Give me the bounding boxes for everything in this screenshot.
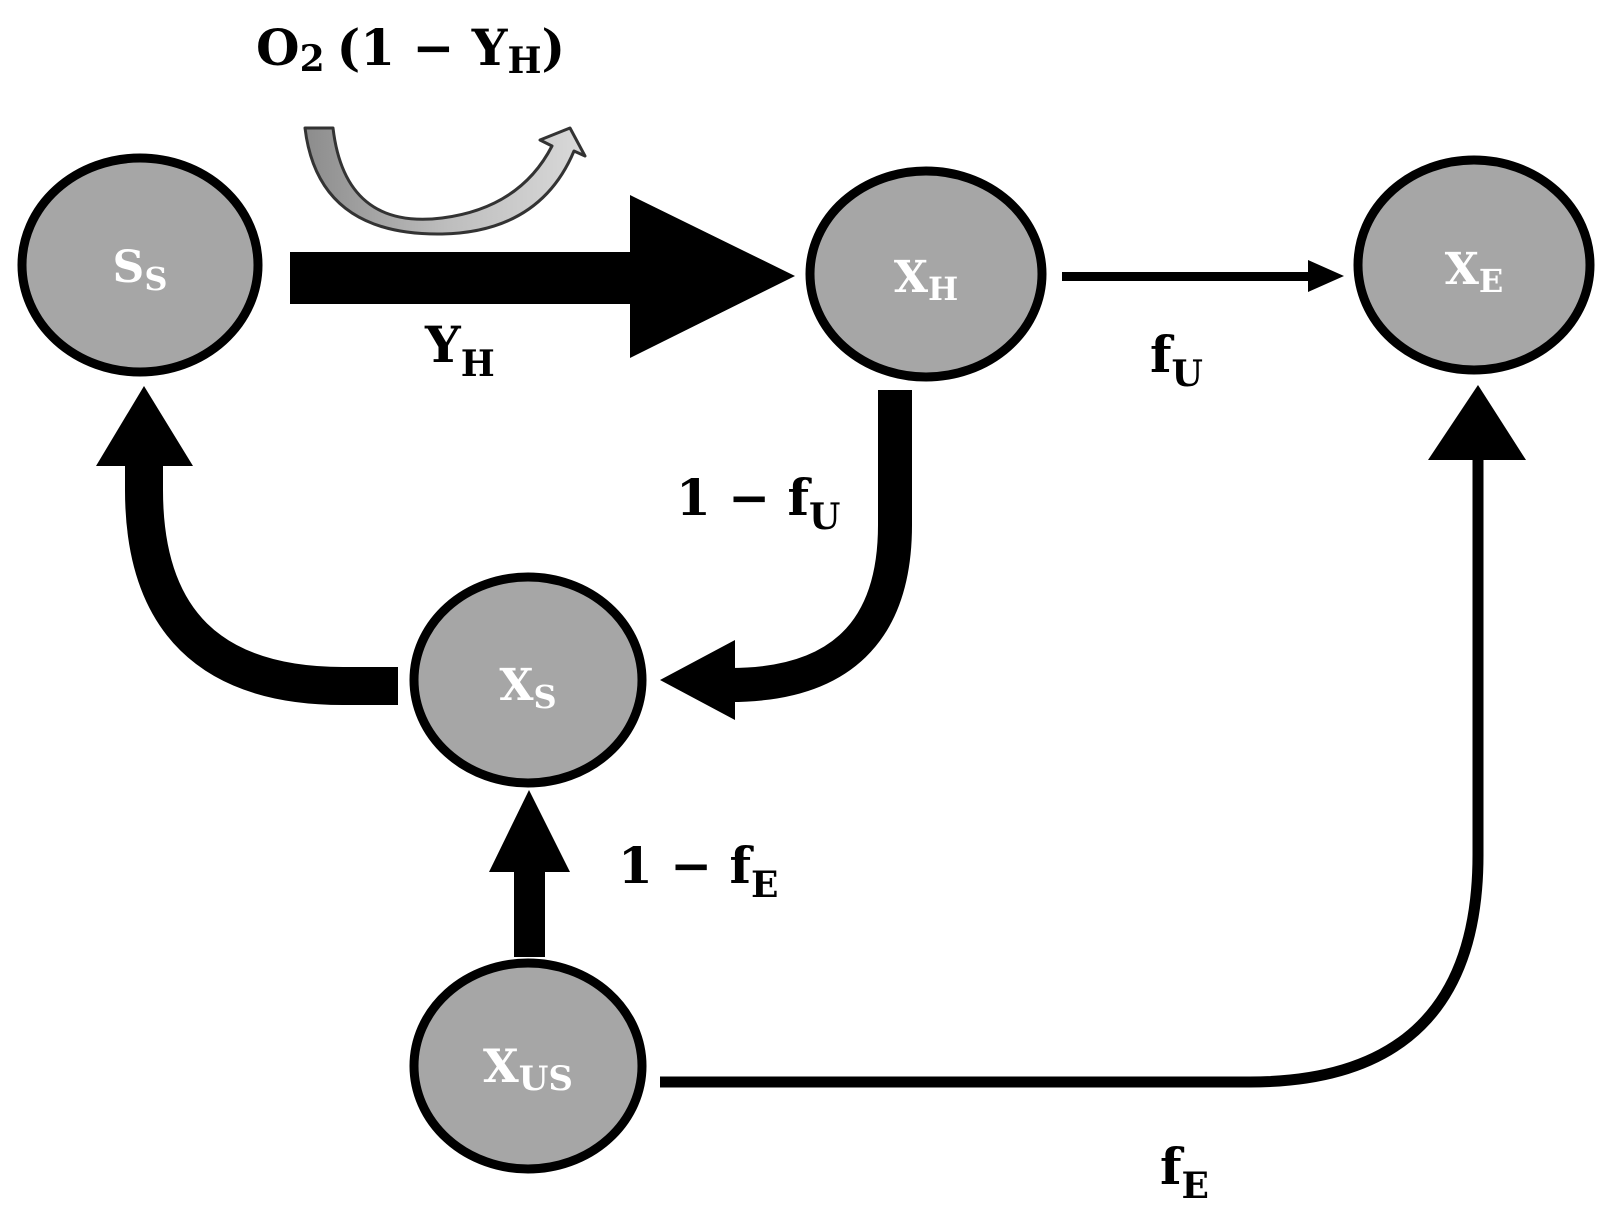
node-xs-label: X xyxy=(499,660,534,711)
svg-text:XE: XE xyxy=(1445,244,1504,300)
oxygen-arrow xyxy=(303,126,587,236)
node-ss: SS xyxy=(17,153,263,377)
svg-text:XH: XH xyxy=(894,252,958,308)
node-xe-label: X xyxy=(1445,244,1480,295)
arrow-xus-to-xe xyxy=(660,385,1526,1088)
label-one-minus-fe-main: 1 − f xyxy=(618,836,754,895)
node-xs-sub: S xyxy=(534,678,557,716)
node-xh-label: X xyxy=(894,252,929,303)
label-one-minus-fu-sub: U xyxy=(809,496,840,538)
node-xh-sub: H xyxy=(928,270,958,308)
label-fe-sub: E xyxy=(1182,1165,1209,1207)
node-ss-label: S xyxy=(113,242,145,293)
label-one-minus-fu: 1 − fU xyxy=(676,468,840,538)
label-oxygen-rest: (1 − Y xyxy=(337,18,509,77)
label-oxygen-rest-sub: H xyxy=(507,40,541,82)
node-xh: XH xyxy=(805,166,1047,382)
label-oxygen-close: ) xyxy=(542,18,566,77)
node-ss-sub: S xyxy=(144,260,167,298)
node-xus-sub: US xyxy=(519,1059,573,1099)
label-one-minus-fe: 1 − fE xyxy=(618,836,778,906)
node-xs: XS xyxy=(409,572,647,788)
label-fu-main: f xyxy=(1150,325,1175,384)
label-yh: YH xyxy=(424,315,495,385)
label-fu-sub: U xyxy=(1172,353,1203,395)
label-yh-main: Y xyxy=(424,315,462,374)
arrow-xs-to-ss xyxy=(96,386,398,705)
node-xe: XE xyxy=(1353,155,1595,375)
label-oxygen: O2 (1 − YH) xyxy=(256,18,565,82)
node-xus: XUS xyxy=(409,958,647,1174)
arrow-ss-to-xh xyxy=(290,195,795,358)
svg-text:XS: XS xyxy=(499,660,556,716)
svg-text:SS: SS xyxy=(113,242,168,298)
svg-text:XUS: XUS xyxy=(483,1039,573,1099)
label-oxygen-o: O xyxy=(256,18,300,77)
label-yh-sub: H xyxy=(461,343,495,385)
label-oxygen-o-sub: 2 xyxy=(300,38,325,80)
label-fe: fE xyxy=(1160,1137,1209,1207)
label-one-minus-fe-sub: E xyxy=(751,864,778,906)
node-xus-label: X xyxy=(483,1039,519,1093)
arrow-xh-to-xs xyxy=(660,390,912,720)
label-fe-main: f xyxy=(1160,1137,1185,1196)
arrow-xh-to-xe xyxy=(1062,260,1344,292)
label-fu: fU xyxy=(1150,325,1203,395)
arrow-xus-to-xs xyxy=(489,790,570,957)
node-xe-sub: E xyxy=(1479,262,1503,300)
label-one-minus-fu-main: 1 − f xyxy=(676,468,812,527)
